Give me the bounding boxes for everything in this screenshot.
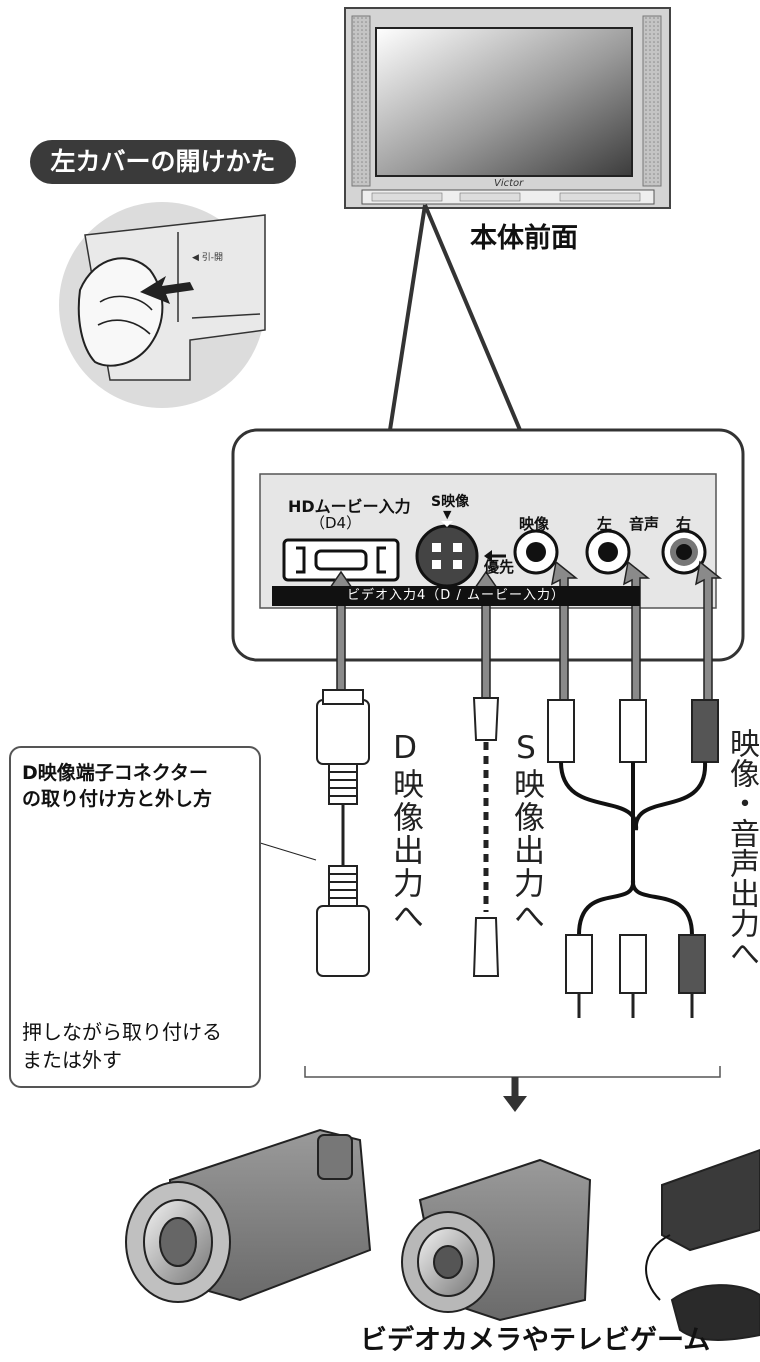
- hd-input-sublabel: （D4）: [310, 514, 362, 532]
- cable-arrows: [328, 560, 723, 701]
- priority-label: 優先: [484, 558, 515, 576]
- video-input-4-bar: ビデオ入力4（D / ムービー入力）: [272, 586, 640, 606]
- connector-note-body-2: または外す: [22, 1048, 122, 1072]
- connector-note-title-1: D映像端子コネクター: [22, 762, 209, 784]
- av-cable: [547, 699, 719, 1018]
- video-jack-label: 映像: [519, 515, 550, 533]
- audio-right-label: 右: [676, 515, 692, 533]
- game-console: [645, 1148, 760, 1341]
- tv-set: [344, 7, 671, 431]
- tv-brand: Victor: [494, 178, 524, 189]
- connector-note-box: [9, 746, 261, 1088]
- cover-open-title: 左カバーの開けかた: [30, 140, 296, 184]
- devices-caption: ビデオカメラやテレビゲーム: [360, 1325, 711, 1356]
- connector-note-title-2: の取り付け方と外し方: [22, 788, 213, 810]
- camcorder-1: [125, 1128, 372, 1303]
- s-video-label: S映像: [431, 494, 470, 510]
- d-cable: [316, 689, 370, 977]
- connector-note-body-1: 押しながら取り付ける: [22, 1020, 222, 1044]
- audio-label: 音声: [629, 515, 660, 533]
- cover-opening-illustration: [59, 202, 266, 408]
- s-video-marker-icon: ▼: [443, 508, 452, 521]
- bracket-arrow: [304, 1066, 721, 1112]
- av-out-label: 映像・音声出力へ: [724, 728, 759, 968]
- d-out-label: D映像出力へ: [387, 730, 423, 933]
- s-out-label: S映像出力へ: [508, 730, 544, 933]
- tv-caption: 本体前面: [470, 223, 578, 254]
- audio-left-label: 左: [597, 515, 613, 533]
- camcorder-2: [401, 1158, 592, 1322]
- cover-tab-label: ◀ 引-開: [192, 253, 224, 263]
- hd-input-label: HDムービー入力: [288, 497, 411, 516]
- s-video-cable: [472, 697, 500, 977]
